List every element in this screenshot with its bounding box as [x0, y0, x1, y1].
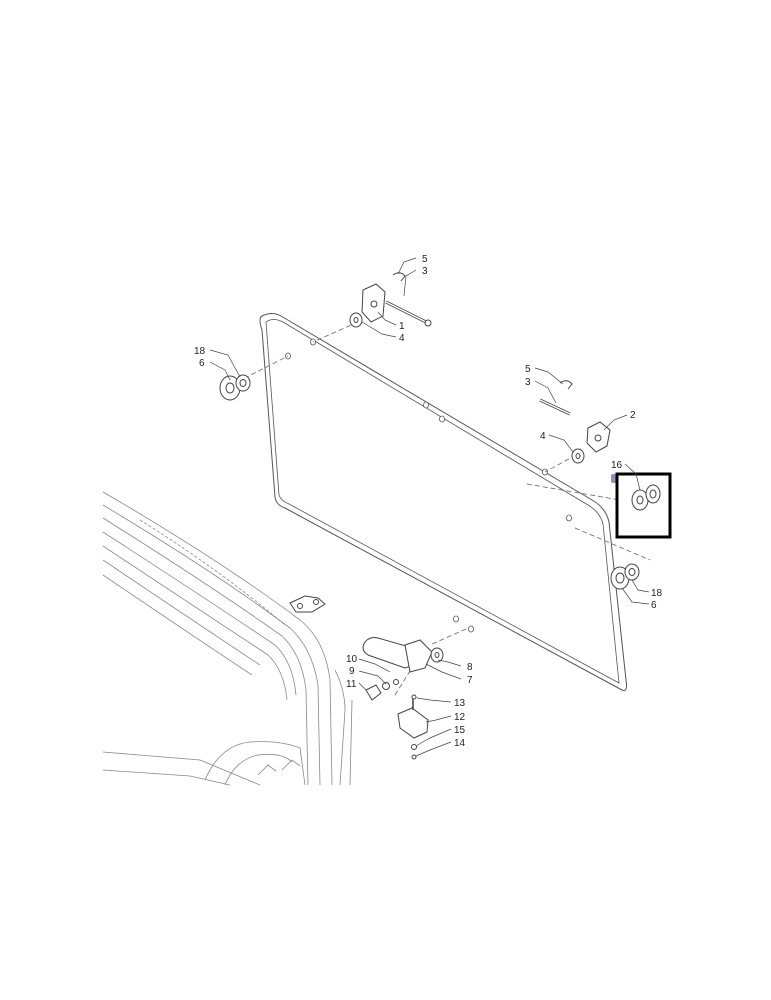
callout-10: 10 [346, 654, 358, 665]
catch-assembly [397, 694, 429, 760]
right-washer-set [610, 563, 640, 590]
callout-4-upper: 4 [399, 333, 405, 344]
highlight-box[interactable] [615, 472, 672, 539]
callout-4-right: 4 [540, 431, 546, 442]
lower-fasteners [365, 679, 399, 701]
panel-holes [285, 338, 572, 633]
callout-3-upper: 3 [422, 266, 428, 277]
callout-1: 1 [399, 321, 405, 332]
callout-15: 15 [454, 725, 466, 736]
glass-panel [259, 313, 627, 691]
callout-5-right: 5 [525, 364, 531, 375]
callout-7: 7 [467, 675, 473, 686]
highlighted-part-16 [611, 474, 661, 511]
callout-14: 14 [454, 738, 466, 749]
callout-13: 13 [454, 698, 466, 709]
latch-handle-assembly [362, 637, 444, 673]
callout-8: 8 [467, 662, 473, 673]
callout-6-right: 6 [651, 600, 657, 611]
glass-panel-inner-edge [265, 319, 620, 684]
callout-5-upper: 5 [422, 254, 428, 265]
callout-6-left: 6 [199, 358, 205, 369]
callout-18-right: 18 [651, 588, 663, 599]
cab-frame [102, 491, 353, 786]
callout-9: 9 [349, 666, 355, 677]
callout-3-right: 3 [525, 377, 531, 388]
callout-12: 12 [454, 712, 466, 723]
callout-2: 2 [630, 410, 636, 421]
callout-labels: 5 3 1 4 18 6 5 3 2 4 16 18 6 8 7 10 9 11… [194, 254, 663, 749]
callout-11: 11 [346, 679, 357, 690]
left-washer-set [219, 374, 251, 401]
callout-16: 16 [611, 460, 623, 471]
leader-lines [209, 257, 650, 757]
upper-hinge-assembly [349, 272, 432, 328]
callout-18-left: 18 [194, 346, 206, 357]
